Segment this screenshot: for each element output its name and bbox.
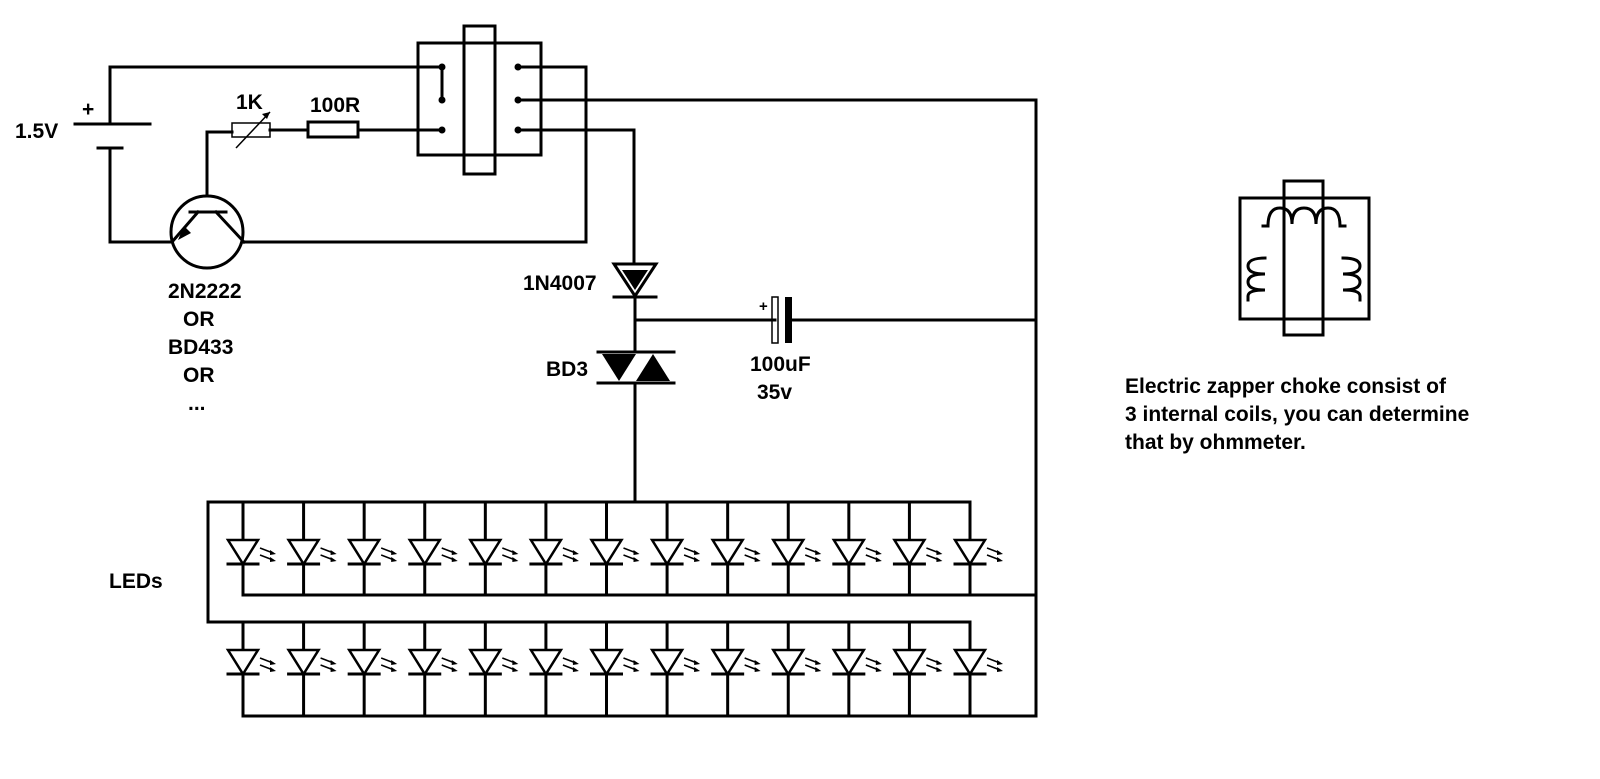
battery xyxy=(73,65,152,244)
led xyxy=(528,620,579,718)
wire-choke-to-ground xyxy=(516,98,1038,718)
led xyxy=(770,620,822,718)
led-bus-left xyxy=(206,500,972,624)
led xyxy=(225,620,276,718)
diac-label: BD3 xyxy=(546,358,588,381)
right-coil-icon xyxy=(1341,256,1362,302)
led xyxy=(649,500,701,597)
resistor xyxy=(306,120,360,139)
led xyxy=(952,620,1003,718)
led xyxy=(952,500,1003,597)
cap-value-label: 100uF xyxy=(750,353,811,376)
led xyxy=(528,500,579,597)
led xyxy=(346,620,398,718)
led xyxy=(407,500,458,597)
led xyxy=(892,500,943,597)
cap-voltage-label: 35v xyxy=(757,381,792,404)
potentiometer xyxy=(231,111,271,149)
led xyxy=(892,620,943,718)
left-coil-icon xyxy=(1246,256,1267,302)
transistor-label-3: BD433 xyxy=(168,336,233,359)
led xyxy=(346,500,398,597)
led xyxy=(710,500,761,597)
note-line-1: Electric zapper choke consist of xyxy=(1125,375,1447,398)
choke-inset xyxy=(1238,179,1371,337)
diac xyxy=(596,350,676,504)
led xyxy=(286,620,337,718)
led xyxy=(468,620,519,718)
led xyxy=(649,620,701,718)
transistor-label-5: ... xyxy=(188,392,206,415)
led xyxy=(589,620,640,718)
led xyxy=(468,500,519,597)
wire-choke-to-diode xyxy=(516,128,636,266)
transistor-label-2: OR xyxy=(183,308,215,331)
leds-label: LEDs xyxy=(109,570,163,593)
note-line-3: that by ohmmeter. xyxy=(1125,431,1306,454)
led-row-1 xyxy=(225,500,1003,597)
wire-choke-to-collector xyxy=(516,65,588,244)
top-coil-icon xyxy=(1261,206,1347,228)
battery-voltage-label: 1.5V xyxy=(15,120,58,143)
led xyxy=(831,620,882,718)
diode xyxy=(611,262,659,354)
transistor-label-1: 2N2222 xyxy=(168,280,242,303)
pot-label: 1K xyxy=(236,91,263,114)
led xyxy=(225,500,276,597)
cap-plus-label: + xyxy=(759,298,768,315)
led-row-2 xyxy=(225,620,1003,718)
transistor xyxy=(169,130,588,270)
transistor-label-4: OR xyxy=(183,364,215,387)
led xyxy=(589,500,640,597)
led xyxy=(286,500,337,597)
battery-plus-label: + xyxy=(82,98,94,121)
resistor-label: 100R xyxy=(310,94,360,117)
led xyxy=(710,620,761,718)
led xyxy=(407,620,458,718)
diode-label: 1N4007 xyxy=(523,272,597,295)
led xyxy=(831,500,882,597)
led xyxy=(770,500,822,597)
note-line-2: 3 internal coils, you can determine xyxy=(1125,403,1469,426)
capacitor xyxy=(771,296,792,344)
